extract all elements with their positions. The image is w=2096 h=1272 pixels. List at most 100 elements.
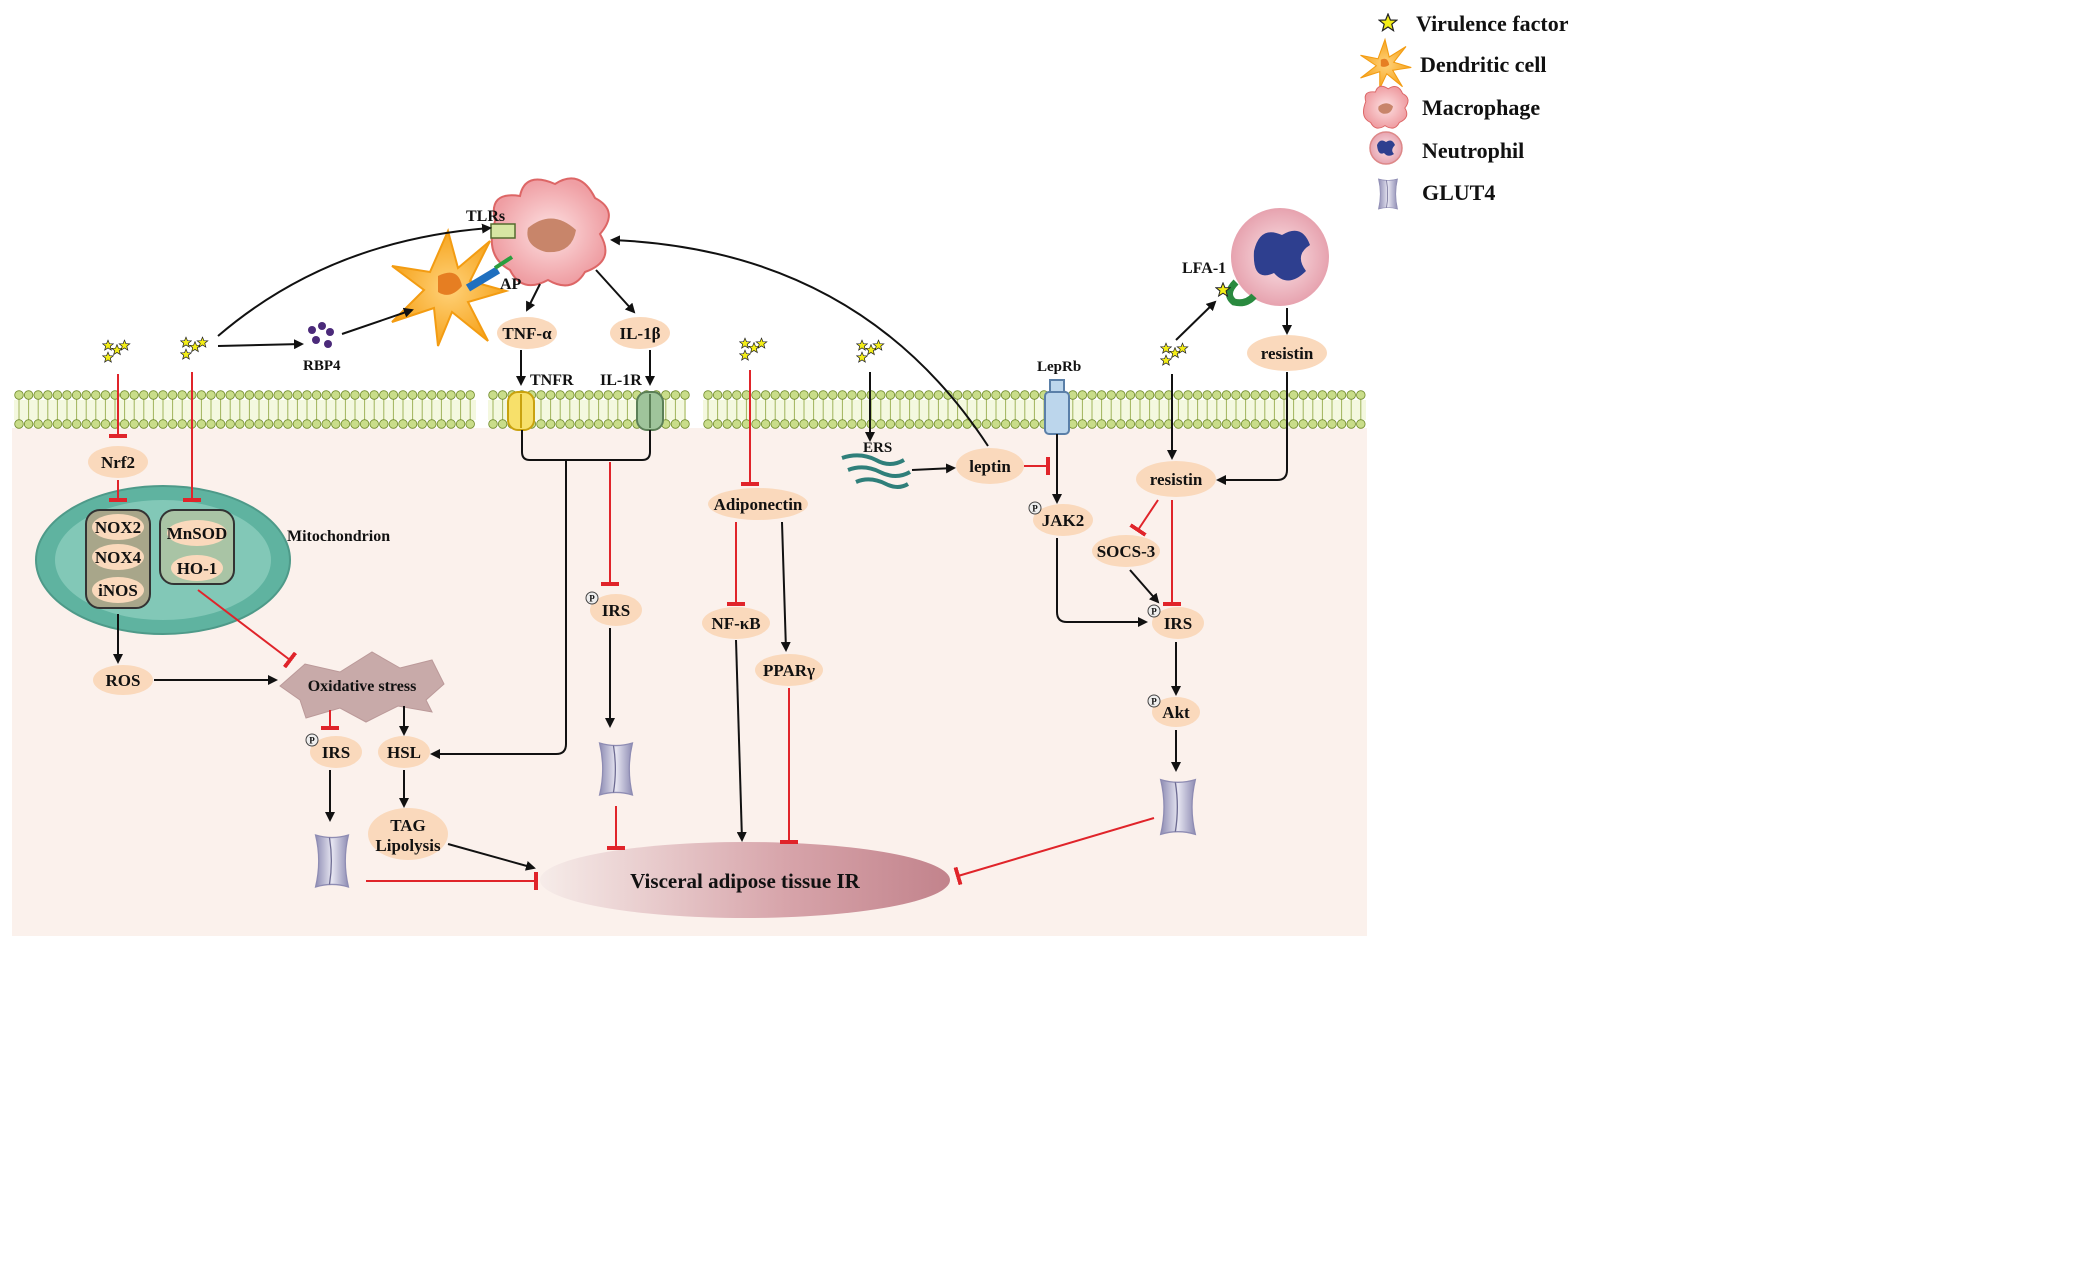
jak2-node-label: JAK2 bbox=[1042, 511, 1085, 530]
glut4-transporter-right bbox=[1159, 778, 1197, 836]
irs-node-left-label: IRS bbox=[322, 743, 350, 762]
ers-label: ERS bbox=[863, 440, 892, 456]
edge-ho1-inhibit-oxstress bbox=[197, 589, 298, 669]
edge-resistin-inhibit-socs3 bbox=[1129, 499, 1159, 537]
lfa1-receptor bbox=[1226, 279, 1257, 307]
tlr-receptor bbox=[490, 223, 516, 239]
tnfr-receptor bbox=[507, 391, 535, 431]
resistin-node-top-label: resistin bbox=[1261, 344, 1314, 363]
legend: Virulence factor Dendritic cell Macropha… bbox=[1360, 11, 1569, 210]
phosphate-icon bbox=[1147, 694, 1161, 708]
adiponectin-node: Adiponectin bbox=[708, 488, 808, 520]
edge-macrophage-to-tnf bbox=[526, 283, 541, 312]
phosphate-label: P bbox=[309, 736, 315, 746]
edge-ers-to-leptin bbox=[911, 463, 956, 474]
virulence-factor-cluster-1 bbox=[103, 340, 130, 362]
legend-neutrophil: Neutrophil bbox=[1422, 138, 1524, 163]
nrf2-node-label: Nrf2 bbox=[101, 453, 135, 472]
edge-receptors-to-hsl bbox=[432, 430, 651, 754]
leptin-node-label: leptin bbox=[969, 457, 1011, 476]
oxidative-stress-shape bbox=[279, 651, 445, 723]
edge-socs3-to-irs bbox=[1129, 569, 1160, 604]
mitochondrion bbox=[35, 485, 291, 635]
irs-node-right-label: IRS bbox=[1164, 614, 1192, 633]
rbp4-molecules bbox=[308, 322, 334, 348]
irs-node-left: IRS P bbox=[305, 733, 362, 768]
edge-virus-to-lfa1 bbox=[1175, 300, 1217, 341]
socs3-node: SOCS-3 bbox=[1092, 535, 1160, 567]
hsl-node-label: HSL bbox=[387, 743, 421, 762]
dendritic-cell-icon bbox=[1360, 37, 1412, 89]
neutrophil bbox=[1231, 208, 1329, 306]
ho1-node: HO-1 bbox=[171, 555, 223, 581]
nox4-node: NOX4 bbox=[92, 544, 144, 570]
phosphate-label: P bbox=[1032, 504, 1038, 514]
edge-glut4-right-inhibit-outcome bbox=[953, 817, 1155, 886]
mnsod-node-label: MnSOD bbox=[167, 524, 227, 543]
legend-glut4: GLUT4 bbox=[1422, 180, 1495, 205]
edge-nfkb-to-outcome bbox=[735, 639, 747, 842]
tnf-alpha-node-label: TNF-α bbox=[502, 324, 552, 343]
nrf2-node: Nrf2 bbox=[88, 446, 148, 478]
edge-virus-to-rbp4 bbox=[217, 339, 304, 350]
il1b-node: IL-1β bbox=[610, 317, 670, 349]
ros-node: ROS bbox=[93, 665, 153, 695]
mnsod-node: MnSOD bbox=[167, 520, 227, 546]
legend-dendritic-cell: Dendritic cell bbox=[1420, 52, 1546, 77]
irs-node-right: IRS P bbox=[1147, 604, 1204, 639]
legend-virulence-factor: Virulence factor bbox=[1416, 11, 1569, 36]
er-stress-organelle bbox=[841, 453, 911, 489]
leprb-receptor bbox=[1044, 379, 1070, 435]
phosphate-label: P bbox=[589, 594, 595, 604]
lipolysis-label: Lipolysis bbox=[375, 836, 441, 855]
inos-node: iNOS bbox=[92, 577, 144, 603]
phosphate-label: P bbox=[1151, 697, 1157, 707]
antigen-presentation-tip bbox=[493, 255, 514, 270]
edge-jak2-to-irs bbox=[1056, 538, 1148, 627]
dendritic-cell bbox=[391, 227, 510, 347]
virulence-factor-cluster-5 bbox=[1161, 343, 1188, 365]
legend-macrophage: Macrophage bbox=[1422, 95, 1540, 120]
edge-tag-to-outcome bbox=[447, 843, 536, 871]
ppary-node: PPARγ bbox=[755, 654, 823, 686]
il1r-receptor bbox=[636, 391, 664, 431]
mitochondrion-label: Mitochondrion bbox=[287, 528, 390, 545]
inos-node-label: iNOS bbox=[98, 581, 138, 600]
edge-resistin-to-cell-resistin bbox=[1216, 372, 1288, 485]
resistin-node-cell: resistin bbox=[1136, 461, 1216, 497]
resistin-node-cell-label: resistin bbox=[1150, 470, 1203, 489]
edge-adiponectin-to-ppary bbox=[780, 521, 791, 652]
nox2-node: NOX2 bbox=[92, 514, 144, 540]
edge-virus-to-macrophage bbox=[217, 223, 492, 337]
phosphate-label: P bbox=[1151, 607, 1157, 617]
antigen-presentation-link bbox=[465, 266, 501, 292]
tag-label: TAG bbox=[390, 816, 426, 835]
tnf-alpha-node: TNF-α bbox=[497, 317, 557, 349]
nfkb-node-label: NF-κB bbox=[711, 614, 760, 633]
edge-leptin-to-macrophage bbox=[610, 235, 989, 447]
edge-rbp4-to-dc bbox=[341, 307, 414, 335]
hsl-node: HSL bbox=[378, 736, 430, 768]
irs-node-middle-label: IRS bbox=[602, 601, 630, 620]
tlrs-label: TLRs bbox=[466, 208, 505, 225]
oxidative-stress-label: Oxidative stress bbox=[308, 678, 417, 695]
ros-node-label: ROS bbox=[106, 671, 141, 690]
macrophage bbox=[490, 177, 610, 287]
leprb-label: LepRb bbox=[1037, 359, 1081, 375]
adiponectin-node-label: Adiponectin bbox=[714, 495, 803, 514]
irs-node-middle: IRS P bbox=[585, 591, 642, 626]
ppary-node-label: PPARγ bbox=[763, 661, 815, 680]
membrane-segment-3 bbox=[703, 390, 1366, 429]
membrane-segment-1 bbox=[14, 390, 476, 429]
il1r-label: IL-1R bbox=[600, 372, 642, 389]
phosphate-icon bbox=[1147, 604, 1161, 618]
glut4-transporter-middle bbox=[598, 742, 634, 796]
phosphate-icon bbox=[305, 733, 319, 747]
lfa1-label: LFA-1 bbox=[1182, 260, 1226, 277]
socs3-node-label: SOCS-3 bbox=[1097, 542, 1156, 561]
phosphate-icon bbox=[585, 591, 599, 605]
